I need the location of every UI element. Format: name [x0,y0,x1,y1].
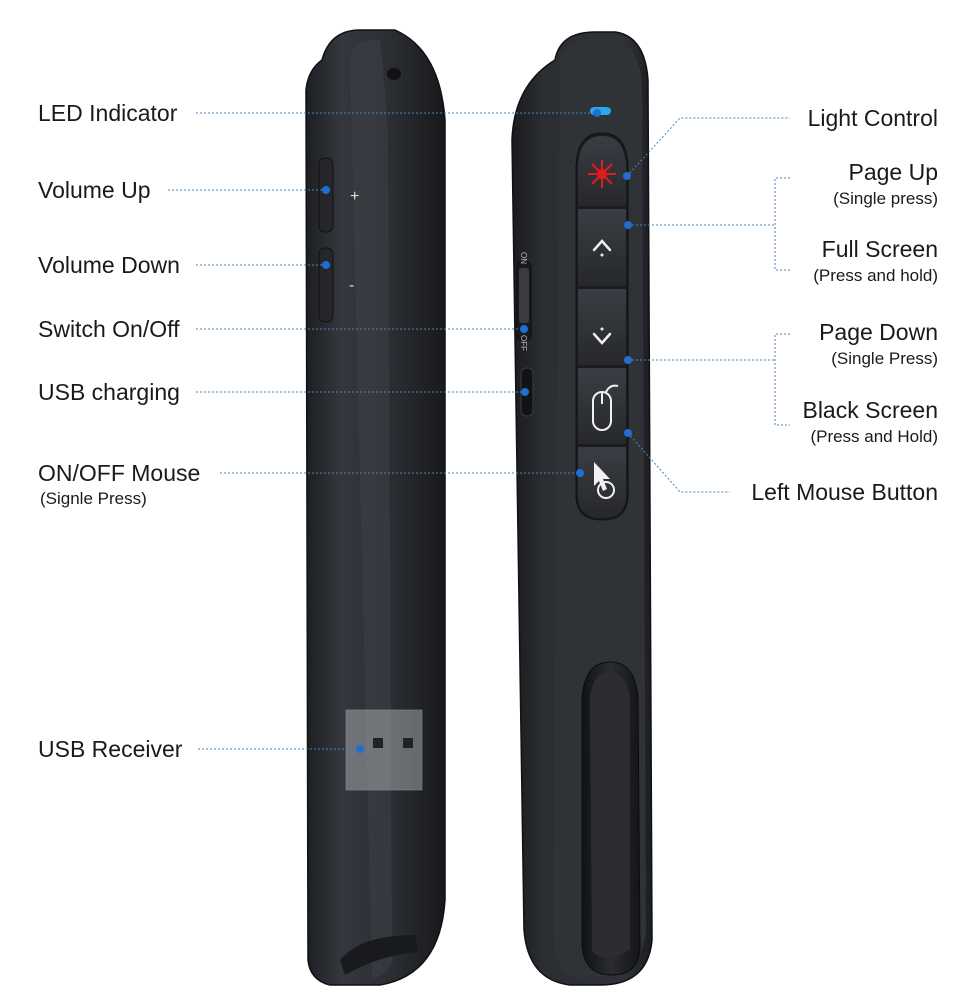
label-usb-receiver: USB Receiver [38,736,183,762]
label-light-control: Light Control [807,105,938,131]
bracket-page-down [774,333,790,426]
note-page-down: (Single Press) [831,349,938,368]
label-left-mouse: Left Mouse Button [751,479,938,505]
dot-led [593,109,601,117]
page-down-button[interactable] [578,289,626,365]
left-mouse-button[interactable] [578,447,626,518]
note-black-screen: (Press and Hold) [810,427,938,446]
cursor-icon [594,462,615,499]
label-volume-up: Volume Up [38,177,151,203]
label-page-up: Page Up [848,159,938,185]
lanyard-hole [387,68,401,80]
mouse-toggle-button[interactable] [578,368,626,444]
dot-page-up [624,221,632,229]
dot-left-mouse [624,429,632,437]
volume-minus-mark: - [349,277,354,294]
switch-off-mark: OFF [519,335,528,351]
laser-star-icon [588,160,616,188]
power-switch[interactable] [519,268,529,323]
label-volume-down: Volume Down [38,252,180,278]
label-onoff-mouse: ON/OFF Mouse [38,460,201,486]
callout-dots [322,109,632,753]
chevron-up-icon [592,239,612,252]
label-usb-charging: USB charging [38,379,180,405]
front-view-device: ON OFF [511,31,653,986]
label-black-screen: Black Screen [802,397,938,423]
laser-button[interactable] [578,136,626,206]
dot-page-down [624,356,632,364]
label-full-screen: Full Screen [821,236,938,262]
side-view-device: + - [305,29,446,986]
bracket-page-up [774,177,790,271]
callout-light-control [626,117,790,177]
callout-lines [168,112,790,750]
volume-down-button[interactable] [318,247,334,323]
dot-switch [520,325,528,333]
page-up-button[interactable] [578,209,626,286]
label-switch: Switch On/Off [38,316,180,342]
volume-plus-mark: + [350,188,359,205]
chevron-down-icon [592,332,612,345]
mouse-icon [592,384,619,431]
volume-up-button[interactable] [318,157,334,233]
switch-on-mark: ON [519,252,528,264]
dot-mouse-toggle [576,469,584,477]
label-page-down: Page Down [819,319,938,345]
dot-usb-charging [521,388,529,396]
dot-volume-down [322,261,330,269]
note-onoff-mouse: (Signle Press) [40,489,147,508]
note-page-up: (Single press) [833,189,938,208]
label-led-indicator: LED Indicator [38,100,178,126]
note-full-screen: (Press and hold) [813,266,938,285]
dot-light-control [623,172,631,180]
dot-usb-receiver [356,745,364,753]
dot-volume-up [322,186,330,194]
